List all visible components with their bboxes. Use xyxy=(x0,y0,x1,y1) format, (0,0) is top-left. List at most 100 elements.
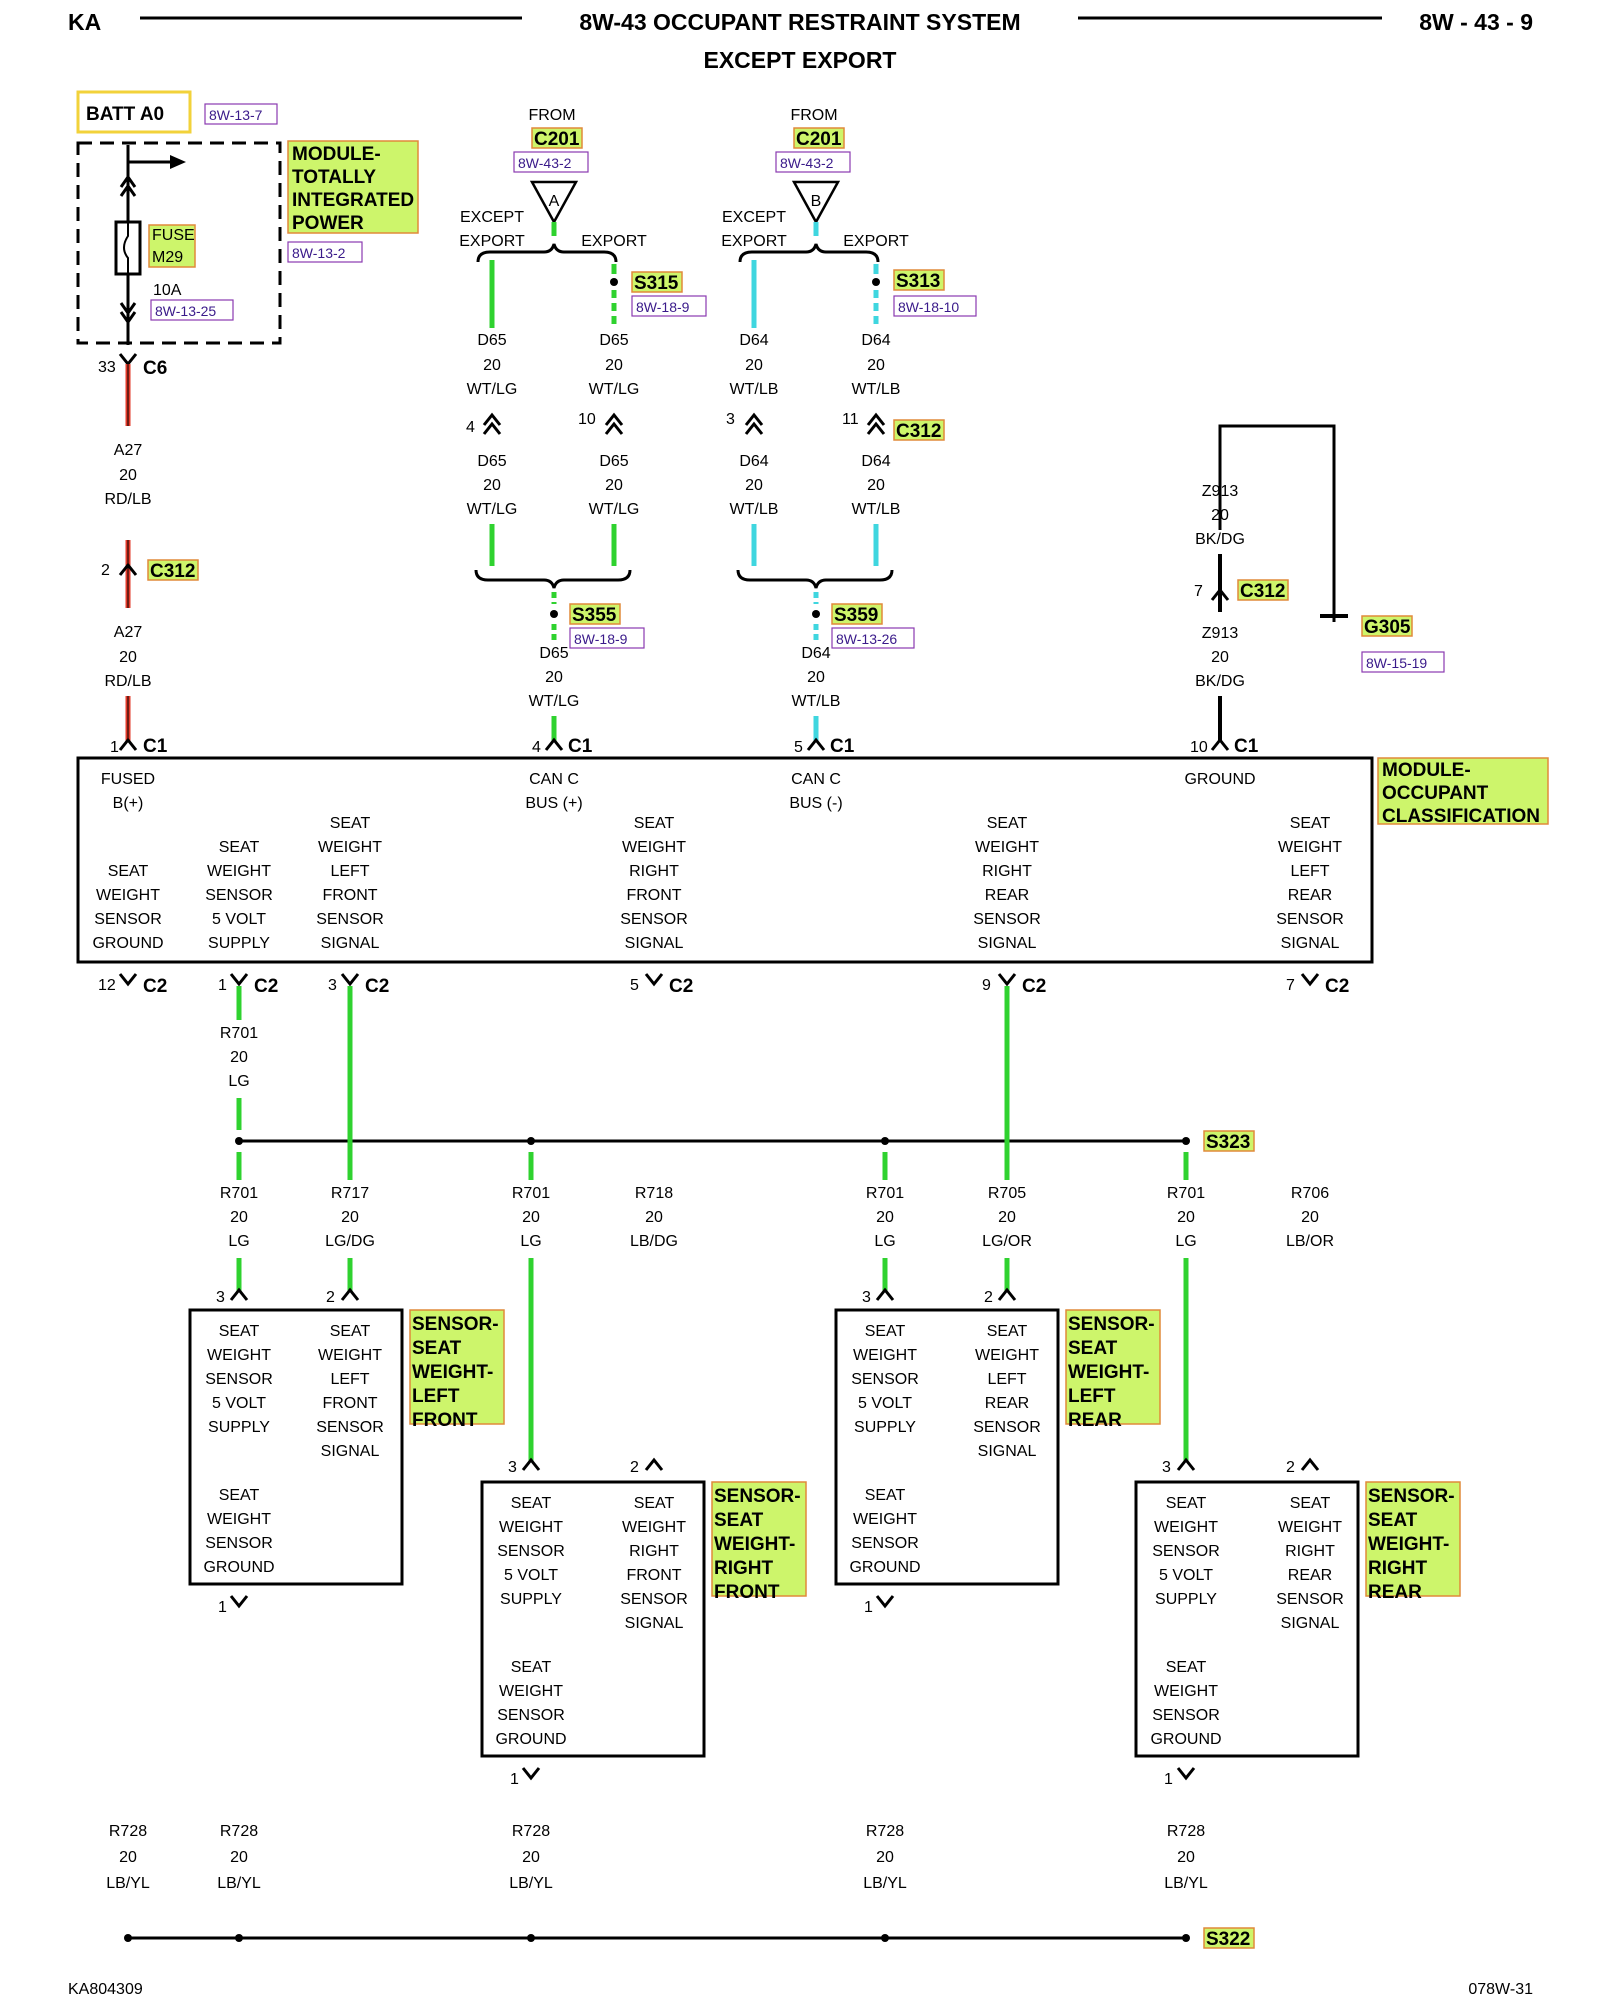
s323-label: S323 xyxy=(1206,1132,1250,1153)
svg-text:3: 3 xyxy=(1162,1459,1171,1476)
batt-ref[interactable]: 8W-13-7 xyxy=(209,107,263,123)
wire-r701-supply: R701 20 LG S323 xyxy=(220,986,1255,1153)
svg-text:SENSOR: SENSOR xyxy=(316,1419,384,1436)
svg-text:WEIGHT-: WEIGHT- xyxy=(1068,1362,1149,1383)
svg-text:D64: D64 xyxy=(801,645,830,662)
svg-text:D64: D64 xyxy=(861,453,890,470)
svg-text:D65: D65 xyxy=(477,332,506,349)
svg-text:8W-43-2[interactable]: 8W-43-2 xyxy=(780,155,834,171)
wire-d65-group: FROM C201 8W-43-2 A EXCEPT EXPORT EXPORT… xyxy=(459,107,707,757)
svg-text:1: 1 xyxy=(110,739,119,756)
svg-text:WT/LB: WT/LB xyxy=(730,501,779,518)
svg-text:RIGHT: RIGHT xyxy=(629,863,679,880)
svg-text:WEIGHT: WEIGHT xyxy=(207,863,271,880)
svg-text:8W-15-19[interactable]: 8W-15-19 xyxy=(1366,655,1427,671)
svg-text:SIGNAL: SIGNAL xyxy=(1281,935,1340,952)
svg-text:5 VOLT: 5 VOLT xyxy=(212,911,266,928)
svg-text:LG: LG xyxy=(874,1233,895,1250)
svg-text:8W-18-9[interactable]: 8W-18-9 xyxy=(636,299,690,315)
svg-text:SIGNAL: SIGNAL xyxy=(978,935,1037,952)
svg-text:20: 20 xyxy=(230,1849,248,1866)
svg-text:WT/LB: WT/LB xyxy=(730,381,779,398)
svg-text:20: 20 xyxy=(341,1209,359,1226)
svg-text:SENSOR: SENSOR xyxy=(205,1535,273,1552)
svg-text:R728: R728 xyxy=(109,1823,147,1840)
svg-text:D64: D64 xyxy=(739,332,768,349)
svg-text:RIGHT: RIGHT xyxy=(629,1543,679,1560)
svg-text:SEAT: SEAT xyxy=(330,815,371,832)
svg-text:3: 3 xyxy=(508,1459,517,1476)
svg-text:REAR: REAR xyxy=(1368,1582,1422,1603)
svg-text:FRONT: FRONT xyxy=(626,1567,681,1584)
svg-text:20: 20 xyxy=(867,477,885,494)
svg-text:20: 20 xyxy=(605,477,623,494)
tipm-ref[interactable]: 8W-13-2 xyxy=(292,245,346,261)
svg-text:SENSOR-: SENSOR- xyxy=(1368,1486,1455,1507)
svg-text:SEAT: SEAT xyxy=(714,1510,764,1531)
svg-text:LB/YL: LB/YL xyxy=(509,1875,553,1892)
svg-text:8W-43-2[interactable]: 8W-43-2 xyxy=(518,155,572,171)
svg-text:SEAT: SEAT xyxy=(219,839,260,856)
svg-text:8W-13-26[interactable]: 8W-13-26 xyxy=(836,631,897,647)
svg-text:RIGHT: RIGHT xyxy=(714,1558,774,1579)
svg-text:SEAT: SEAT xyxy=(511,1495,552,1512)
svg-text:20: 20 xyxy=(119,1849,137,1866)
svg-text:SIGNAL: SIGNAL xyxy=(1281,1615,1340,1632)
svg-text:B(+): B(+) xyxy=(113,795,144,812)
svg-text:SEAT: SEAT xyxy=(1290,815,1331,832)
svg-text:LB/YL: LB/YL xyxy=(863,1875,907,1892)
svg-text:D65: D65 xyxy=(599,332,628,349)
svg-text:8W-18-10[interactable]: 8W-18-10 xyxy=(898,299,959,315)
svg-text:8W-18-9[interactable]: 8W-18-9 xyxy=(574,631,628,647)
svg-text:5 VOLT: 5 VOLT xyxy=(212,1395,266,1412)
svg-text:R705: R705 xyxy=(988,1185,1026,1202)
svg-text:SEAT: SEAT xyxy=(865,1487,906,1504)
svg-text:WEIGHT: WEIGHT xyxy=(318,839,382,856)
svg-text:D65: D65 xyxy=(599,453,628,470)
svg-text:C2: C2 xyxy=(1325,976,1349,997)
c201-b-label: C201 xyxy=(796,129,842,150)
svg-text:LG/OR: LG/OR xyxy=(982,1233,1032,1250)
fuse-ref[interactable]: 8W-13-25 xyxy=(155,303,216,319)
connector-a-icon xyxy=(529,180,579,225)
svg-text:C2: C2 xyxy=(365,976,389,997)
s322-label: S322 xyxy=(1206,1929,1250,1950)
tipm-dashed-box xyxy=(76,141,282,345)
svg-text:SENSOR: SENSOR xyxy=(973,1419,1041,1436)
occupant-classification-module: MODULE- OCCUPANT CLASSIFICATION FUSED B(… xyxy=(76,756,1549,964)
svg-text:5 VOLT: 5 VOLT xyxy=(504,1567,558,1584)
svg-text:7: 7 xyxy=(1286,977,1295,994)
svg-text:D64: D64 xyxy=(739,453,768,470)
svg-text:LEFT: LEFT xyxy=(1290,863,1329,880)
svg-text:Z913: Z913 xyxy=(1202,483,1239,500)
svg-text:LG: LG xyxy=(228,1073,249,1090)
svg-text:FUSED: FUSED xyxy=(101,771,155,788)
svg-text:SEAT: SEAT xyxy=(412,1338,462,1359)
svg-text:EXCEPT: EXCEPT xyxy=(460,209,524,226)
svg-text:SENSOR: SENSOR xyxy=(851,1371,919,1388)
svg-text:20: 20 xyxy=(545,669,563,686)
svg-text:A: A xyxy=(549,193,560,210)
svg-text:SEAT: SEAT xyxy=(634,1495,675,1512)
svg-text:20: 20 xyxy=(807,669,825,686)
svg-text:LG: LG xyxy=(1175,1233,1196,1250)
occ-name-2: OCCUPANT xyxy=(1382,783,1489,804)
svg-text:WEIGHT-: WEIGHT- xyxy=(714,1534,795,1555)
svg-text:20: 20 xyxy=(119,649,137,666)
svg-text:R728: R728 xyxy=(220,1823,258,1840)
svg-text:C2: C2 xyxy=(1022,976,1046,997)
svg-text:FROM: FROM xyxy=(528,107,575,124)
svg-text:WEIGHT-: WEIGHT- xyxy=(412,1362,493,1383)
svg-text:7: 7 xyxy=(1194,583,1203,600)
svg-text:LB/OR: LB/OR xyxy=(1286,1233,1334,1250)
svg-text:SEAT: SEAT xyxy=(634,815,675,832)
svg-text:20: 20 xyxy=(876,1209,894,1226)
svg-text:SEAT: SEAT xyxy=(219,1487,260,1504)
svg-text:FROM: FROM xyxy=(790,107,837,124)
occ-module-box xyxy=(76,756,1374,964)
svg-text:WEIGHT: WEIGHT xyxy=(1154,1519,1218,1536)
svg-text:WEIGHT: WEIGHT xyxy=(207,1511,271,1528)
svg-text:LEFT: LEFT xyxy=(987,1371,1026,1388)
fuse-number: M29 xyxy=(152,249,183,266)
sensor-left-front: SEAT WEIGHT SENSOR 5 VOLT SUPPLY SEAT WE… xyxy=(188,1308,505,1814)
